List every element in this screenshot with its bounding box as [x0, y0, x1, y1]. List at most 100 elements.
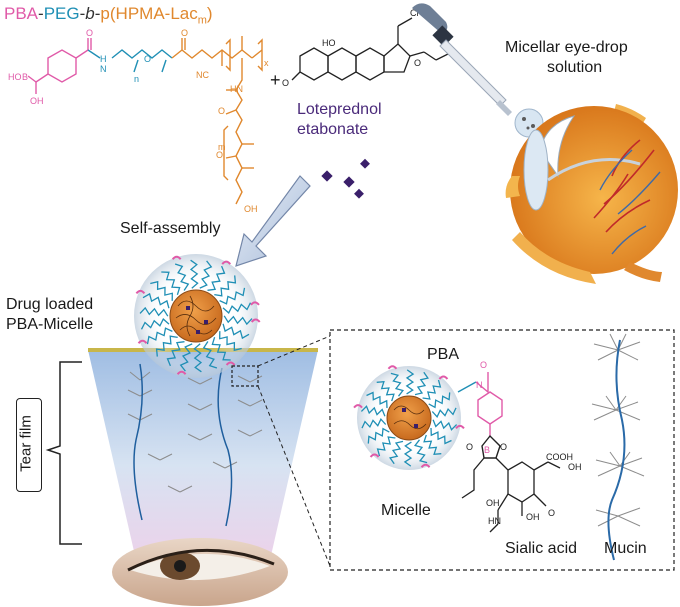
- pba-end-group: [455, 424, 465, 429]
- polymer-structure: [27, 36, 263, 205]
- peg-chain-strand: [189, 259, 199, 289]
- pba-end-group: [438, 375, 449, 380]
- peg-chain-strand: [179, 343, 193, 372]
- atom-n: N: [100, 64, 107, 74]
- peg-chain-strand: [390, 372, 405, 397]
- atom-oh-inset-3: OH: [568, 462, 582, 472]
- atom-h: H: [100, 54, 107, 64]
- title-sep-2: -: [79, 4, 86, 23]
- atom-b-inset: B: [484, 445, 490, 455]
- atom-o-carbonate: O: [414, 58, 421, 68]
- pba-end-group: [369, 453, 380, 458]
- peg-chain-strand: [389, 440, 404, 465]
- peg-chain-strand: [367, 427, 390, 444]
- tear-film: [88, 348, 318, 560]
- drug-label-line-1: Loteprednol: [297, 101, 382, 118]
- drug-label: Loteprednol etabonate: [297, 100, 382, 140]
- drug-structure: [291, 17, 449, 81]
- eye-dropper-icon: [412, 3, 512, 116]
- title-sep-3: -: [94, 4, 101, 23]
- peg-chain-strand: [166, 341, 185, 367]
- drug-particles: [321, 158, 370, 199]
- atom-b: B: [22, 72, 28, 82]
- peg-chain-strand: [214, 275, 237, 297]
- peg-chain-strand: [199, 260, 213, 289]
- peg-chain-strand: [360, 405, 386, 417]
- peg-chain-strand: [376, 436, 396, 457]
- peg-chain-strand: [414, 371, 429, 396]
- atom-nc: NC: [196, 70, 209, 80]
- peg-chain-strand: [376, 380, 395, 402]
- pba-end-group: [353, 404, 363, 409]
- zoom-region-marker: [231, 365, 259, 387]
- peg-chain-strand: [432, 419, 458, 431]
- hpma-backbone: [171, 49, 253, 59]
- atom-o-pba: O: [480, 360, 487, 370]
- pba-label: PBA: [427, 346, 460, 363]
- pba-end-group: [171, 255, 182, 260]
- peg-chain-strand: [140, 318, 170, 330]
- atom-oh: OH: [30, 96, 44, 106]
- plus-sign: +: [270, 70, 281, 90]
- peg-chain-strand: [219, 287, 246, 305]
- inset-micelle-corona: [353, 365, 465, 468]
- atom-o-amide: O: [86, 28, 93, 38]
- peg-chain-strand: [222, 302, 252, 314]
- atom-cl: Cl: [410, 8, 419, 18]
- title-b: b: [85, 4, 95, 23]
- self-assembly-arrow-icon: [235, 175, 311, 267]
- peg-chain-strand: [211, 337, 231, 361]
- peg-chain: [111, 49, 173, 59]
- title-subscript-m: m: [197, 14, 207, 27]
- drug-atom-labels: O Cl HO O: [282, 8, 421, 88]
- peg-chain-strand: [222, 323, 250, 340]
- peg-chain-strand: [193, 343, 203, 373]
- peg-chain-strand: [161, 271, 181, 295]
- atom-o-ketone: O: [282, 78, 289, 88]
- atom-oh-inset-1: OH: [486, 498, 500, 508]
- subscript-m: m: [218, 142, 226, 152]
- peg-chain-strand: [413, 439, 428, 464]
- drug-loaded-micelle: [134, 254, 258, 378]
- peg-chain-strand: [422, 379, 442, 400]
- pba-linker: [457, 372, 503, 459]
- atom-o-chain-2: O: [216, 150, 223, 160]
- sialic-atom-labels: B O O O N COOH O OH HN OH OH: [466, 360, 582, 526]
- tear-film-label: Tear film: [17, 415, 35, 472]
- sialic-acid-label: Sialic acid: [505, 540, 578, 557]
- eye-photo: [112, 538, 288, 606]
- peg-chain-strand: [423, 434, 442, 456]
- peg-chain-strand: [366, 391, 388, 409]
- peg-chain-strand: [431, 407, 457, 418]
- atom-o-inset-2: O: [500, 442, 507, 452]
- title-sep-1: -: [38, 4, 44, 23]
- peg-chain-strand: [405, 369, 415, 395]
- pba-end-group: [387, 365, 398, 370]
- mucin-label: Mucin: [604, 540, 647, 557]
- atom-ho-b: HO: [8, 72, 22, 82]
- atom-hn: HN: [230, 84, 243, 94]
- tear-film-brace: [45, 361, 82, 545]
- eye-illustration: [505, 104, 678, 284]
- mucin-branches: [591, 333, 645, 527]
- lactate-side-chain: [235, 58, 243, 205]
- atom-o-chain: O: [218, 106, 225, 116]
- peg-chain-strand: [155, 335, 178, 357]
- eye-drop-label: Micellar eye-drop solution: [505, 38, 628, 78]
- eye-drop-label-line-2: solution: [547, 59, 603, 76]
- drug-loaded-label-line-2: PBA-Micelle: [6, 316, 94, 333]
- title-hpma: p(HPMA-Lac: [100, 4, 198, 23]
- subscript-x: x: [264, 58, 269, 68]
- atom-o-glyco: O: [548, 508, 555, 518]
- pba-benzene-ring: [47, 49, 77, 83]
- tear-film-label-box: [16, 398, 42, 492]
- pba-end-group: [250, 301, 260, 306]
- pba-end-group: [137, 339, 148, 344]
- peg-chain-strand: [223, 315, 253, 326]
- peg-chain-strand: [150, 280, 173, 301]
- peg-chain-strand: [207, 265, 226, 291]
- mucin-backbone: [607, 339, 626, 561]
- atom-cooh: COOH: [546, 452, 573, 462]
- atom-oh-inset-2: OH: [526, 512, 540, 522]
